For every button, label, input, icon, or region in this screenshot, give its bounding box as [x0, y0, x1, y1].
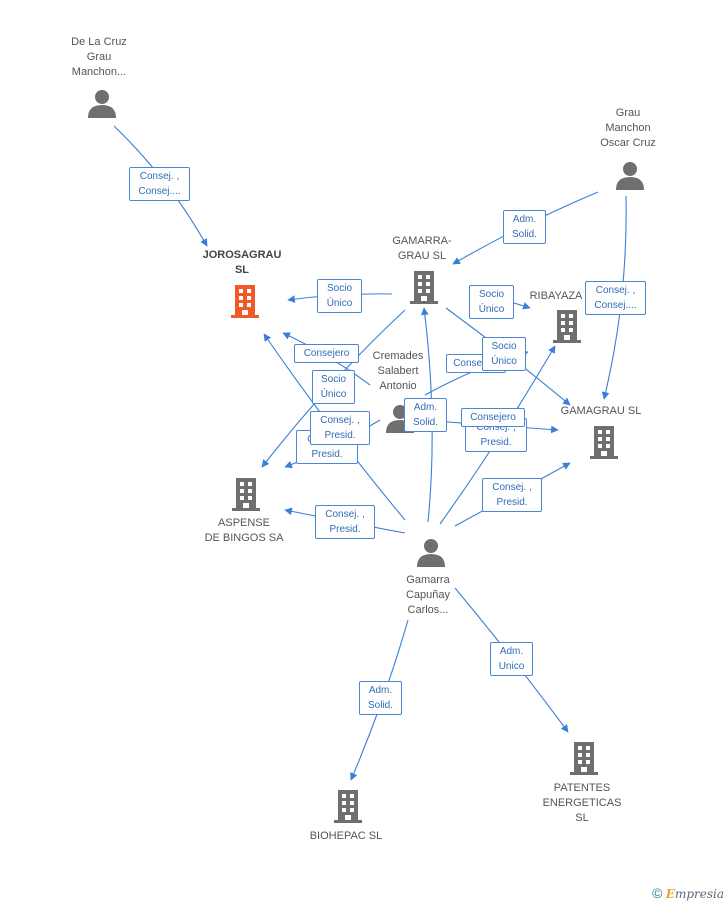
building-icon[interactable]	[568, 740, 600, 776]
node-label-cremades[interactable]: Cremades Salabert Antonio	[372, 350, 424, 392]
edge-label: Socio Único	[312, 370, 355, 404]
footer-brand[interactable]: © Empresia	[652, 885, 724, 901]
node-label-patentes[interactable]: PATENTES ENERGETICAS SL	[542, 782, 622, 824]
edge-label: Socio Único	[469, 285, 514, 319]
edge-label: Adm. Solid.	[404, 398, 447, 432]
edge-label: Consejero	[461, 408, 525, 427]
node-label-delacruz[interactable]: De La Cruz Grau Manchon...	[71, 36, 127, 78]
brand-logo: Empresia	[665, 887, 724, 901]
building-icon[interactable]	[230, 476, 262, 512]
edge-label: Consej. , Presid.	[482, 478, 542, 512]
building-icon-main[interactable]	[229, 283, 261, 319]
node-label-gamarragrau[interactable]: GAMARRA- GRAU SL	[392, 235, 452, 262]
edge-label: Socio Único	[317, 279, 362, 313]
building-icon[interactable]	[588, 424, 620, 460]
edge-label: Consej. , Presid.	[315, 505, 375, 539]
person-icon[interactable]	[615, 160, 645, 190]
edge-label: Socio Único	[482, 337, 526, 371]
building-icon[interactable]	[408, 269, 440, 305]
edge-label: Adm. Solid.	[503, 210, 546, 244]
person-icon[interactable]	[87, 88, 117, 118]
node-label-aspense[interactable]: ASPENSE DE BINGOS SA	[204, 517, 284, 544]
node-label-jorosagrau[interactable]: JOROSAGRAU SL	[202, 249, 282, 276]
node-label-biohepac[interactable]: BIOHEPAC SL	[309, 830, 383, 842]
node-label-graumanchon[interactable]: Grau Manchon Oscar Cruz	[600, 107, 656, 149]
edge-label: Adm. Unico	[490, 642, 533, 676]
edge-label: Consejero	[294, 344, 359, 363]
person-icon[interactable]	[416, 537, 446, 567]
node-label-ribayaza[interactable]: RIBAYAZA	[529, 290, 583, 302]
edge-label: Consej. , Consej....	[585, 281, 646, 315]
edge-label: Adm. Solid.	[359, 681, 402, 715]
edge-label: Consej. , Presid.	[310, 411, 370, 445]
node-label-gamagrau[interactable]: GAMAGRAU SL	[560, 405, 642, 417]
copyright-icon: ©	[652, 885, 663, 901]
node-label-gamarracapunay[interactable]: Gamarra Capuñay Carlos...	[405, 574, 451, 616]
building-icon[interactable]	[332, 788, 364, 824]
building-icon[interactable]	[551, 308, 583, 344]
edge-label: Consej. , Consej....	[129, 167, 190, 201]
